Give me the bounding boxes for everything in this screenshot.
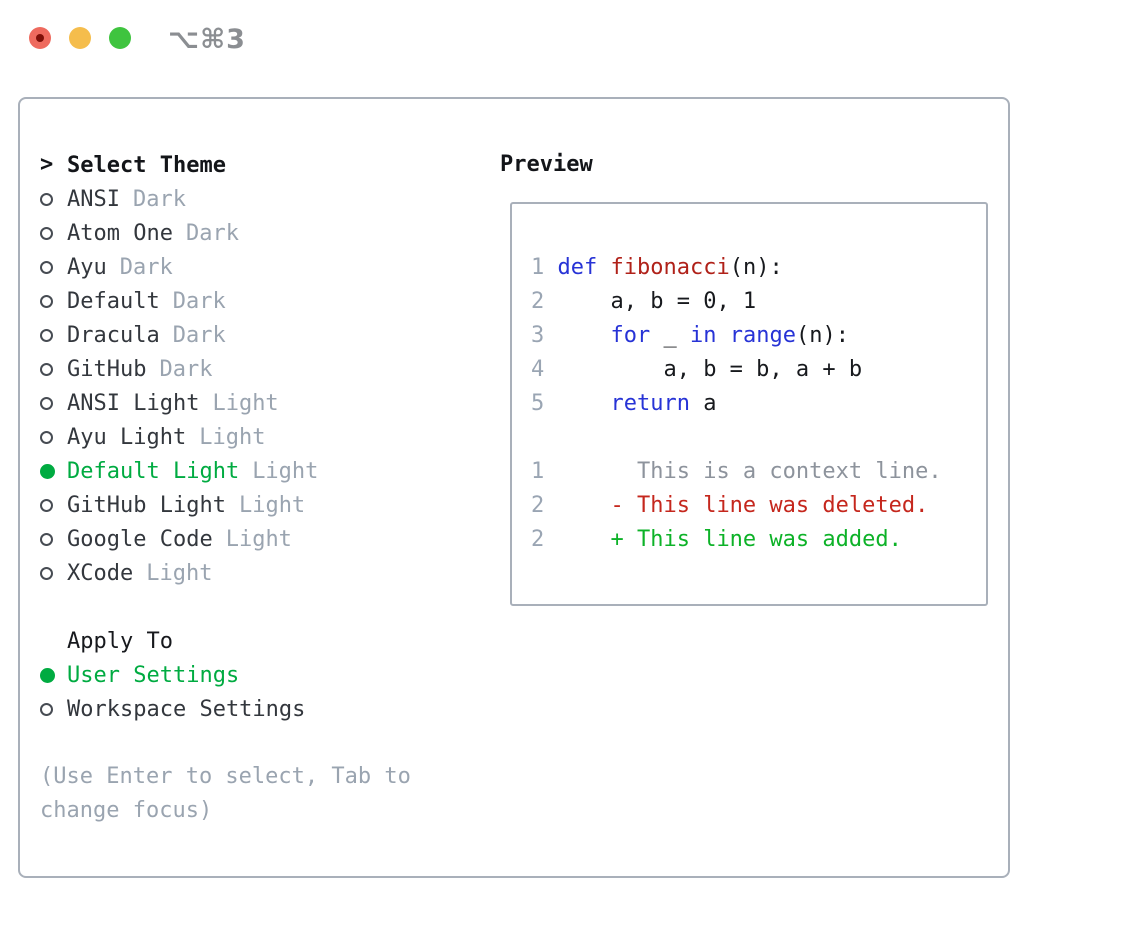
line-number: 4 (531, 357, 558, 382)
line-number: 5 (531, 391, 558, 416)
item-variant-label: Light (212, 390, 279, 416)
item-label: Default (67, 288, 160, 314)
theme-option[interactable]: Dracula Dark (40, 318, 460, 352)
item-label: Dracula (67, 322, 160, 348)
item-variant-label: Dark (172, 288, 226, 314)
radio-unselected-icon (40, 192, 67, 206)
radio-unselected-icon (40, 532, 67, 546)
line-number: 1 (531, 459, 558, 484)
line-number: 2 (531, 289, 558, 314)
item-label: User Settings (67, 662, 240, 688)
radio-unselected-icon (40, 702, 67, 716)
theme-option[interactable]: ANSI Light Light (40, 386, 460, 420)
help-text: (Use Enter to select, Tab to change focu… (40, 764, 411, 823)
apply-to-title: Apply To (67, 628, 173, 654)
theme-option[interactable]: ANSI Dark (40, 182, 460, 216)
radio-unselected-icon (40, 566, 67, 580)
code-line: 1 This is a context line. (531, 459, 942, 484)
item-label: ANSI Light (67, 390, 200, 416)
code-line (531, 421, 986, 455)
item-label: Atom One (67, 220, 173, 246)
code-line: 1 def fibonacci(n): (531, 255, 783, 280)
apply-to-option[interactable]: Workspace Settings (40, 692, 460, 726)
radio-unselected-icon (40, 294, 67, 308)
radio-selected-icon (40, 667, 67, 683)
code-line: 4 a, b = b, a + b (531, 357, 863, 382)
item-variant-label: Light (252, 458, 319, 484)
item-variant-label: Dark (132, 186, 186, 212)
apply-to-header: Apply To (40, 624, 460, 658)
select-theme-header: > Select Theme (40, 148, 460, 182)
select-theme-title: Select Theme (67, 152, 226, 178)
minimize-button[interactable] (69, 27, 91, 49)
item-label: Google Code (67, 526, 213, 552)
theme-option[interactable]: Default Light Light (40, 454, 460, 488)
item-label: Default Light (67, 458, 240, 484)
theme-option[interactable]: Ayu Light Light (40, 420, 460, 454)
preview-title: Preview (500, 152, 593, 177)
line-number: 1 (531, 255, 558, 280)
theme-option[interactable]: Google Code Light (40, 522, 460, 556)
apply-to-option[interactable]: User Settings (40, 658, 460, 692)
titlebar: ⌥⌘3 (0, 0, 1140, 76)
item-label: GitHub Light (67, 492, 226, 518)
item-label: Ayu Light (67, 424, 187, 450)
radio-unselected-icon (40, 430, 67, 444)
radio-selected-icon (40, 463, 67, 479)
radio-unselected-icon (40, 396, 67, 410)
code-line: 3 for _ in range(n): (531, 323, 849, 348)
radio-unselected-icon (40, 260, 67, 274)
item-variant-label: Light (238, 492, 306, 518)
radio-unselected-icon (40, 226, 67, 240)
window-title: ⌥⌘3 (168, 24, 246, 55)
radio-unselected-icon (40, 362, 67, 376)
item-variant-label: Dark (172, 322, 226, 348)
theme-option[interactable]: Default Dark (40, 284, 460, 318)
code-line: 2 + This line was added. (531, 527, 902, 552)
radio-unselected-icon (40, 328, 67, 342)
spacer (40, 590, 460, 624)
close-button[interactable] (29, 27, 51, 49)
item-variant-label: Dark (159, 356, 213, 382)
theme-option[interactable]: GitHub Light Light (40, 488, 460, 522)
item-variant-label: Light (225, 526, 292, 552)
preview-code-box: 1 def fibonacci(n): 2 a, b = 0, 1 3 for _ … (510, 202, 988, 606)
code-line: 2 - This line was deleted. (531, 493, 929, 518)
item-label: XCode (67, 560, 134, 586)
zoom-button[interactable] (109, 27, 131, 49)
line-number: 3 (531, 323, 558, 348)
preview-lines: 1 def fibonacci(n): 2 a, b = 0, 1 3 for _ … (531, 251, 986, 557)
focus-caret-icon: > (40, 152, 54, 177)
item-variant-label: Light (199, 424, 266, 450)
theme-option[interactable]: XCode Light (40, 556, 460, 590)
code-line: 5 return a (531, 391, 717, 416)
item-label: ANSI (67, 186, 120, 212)
line-number: 2 (531, 493, 558, 518)
item-label: Workspace Settings (67, 696, 306, 722)
close-modified-dot-icon (36, 34, 44, 42)
theme-option[interactable]: Ayu Dark (40, 250, 460, 284)
radio-unselected-icon (40, 498, 67, 512)
item-label: GitHub (67, 356, 147, 382)
item-variant-label: Light (146, 560, 213, 586)
item-variant-label: Dark (119, 254, 173, 280)
code-line: 2 a, b = 0, 1 (531, 289, 757, 314)
item-variant-label: Dark (185, 220, 239, 246)
theme-option[interactable]: GitHub Dark (40, 352, 460, 386)
line-number: 2 (531, 527, 558, 552)
theme-option[interactable]: Atom One Dark (40, 216, 460, 250)
item-label: Ayu (67, 254, 107, 280)
line-number (531, 425, 558, 450)
